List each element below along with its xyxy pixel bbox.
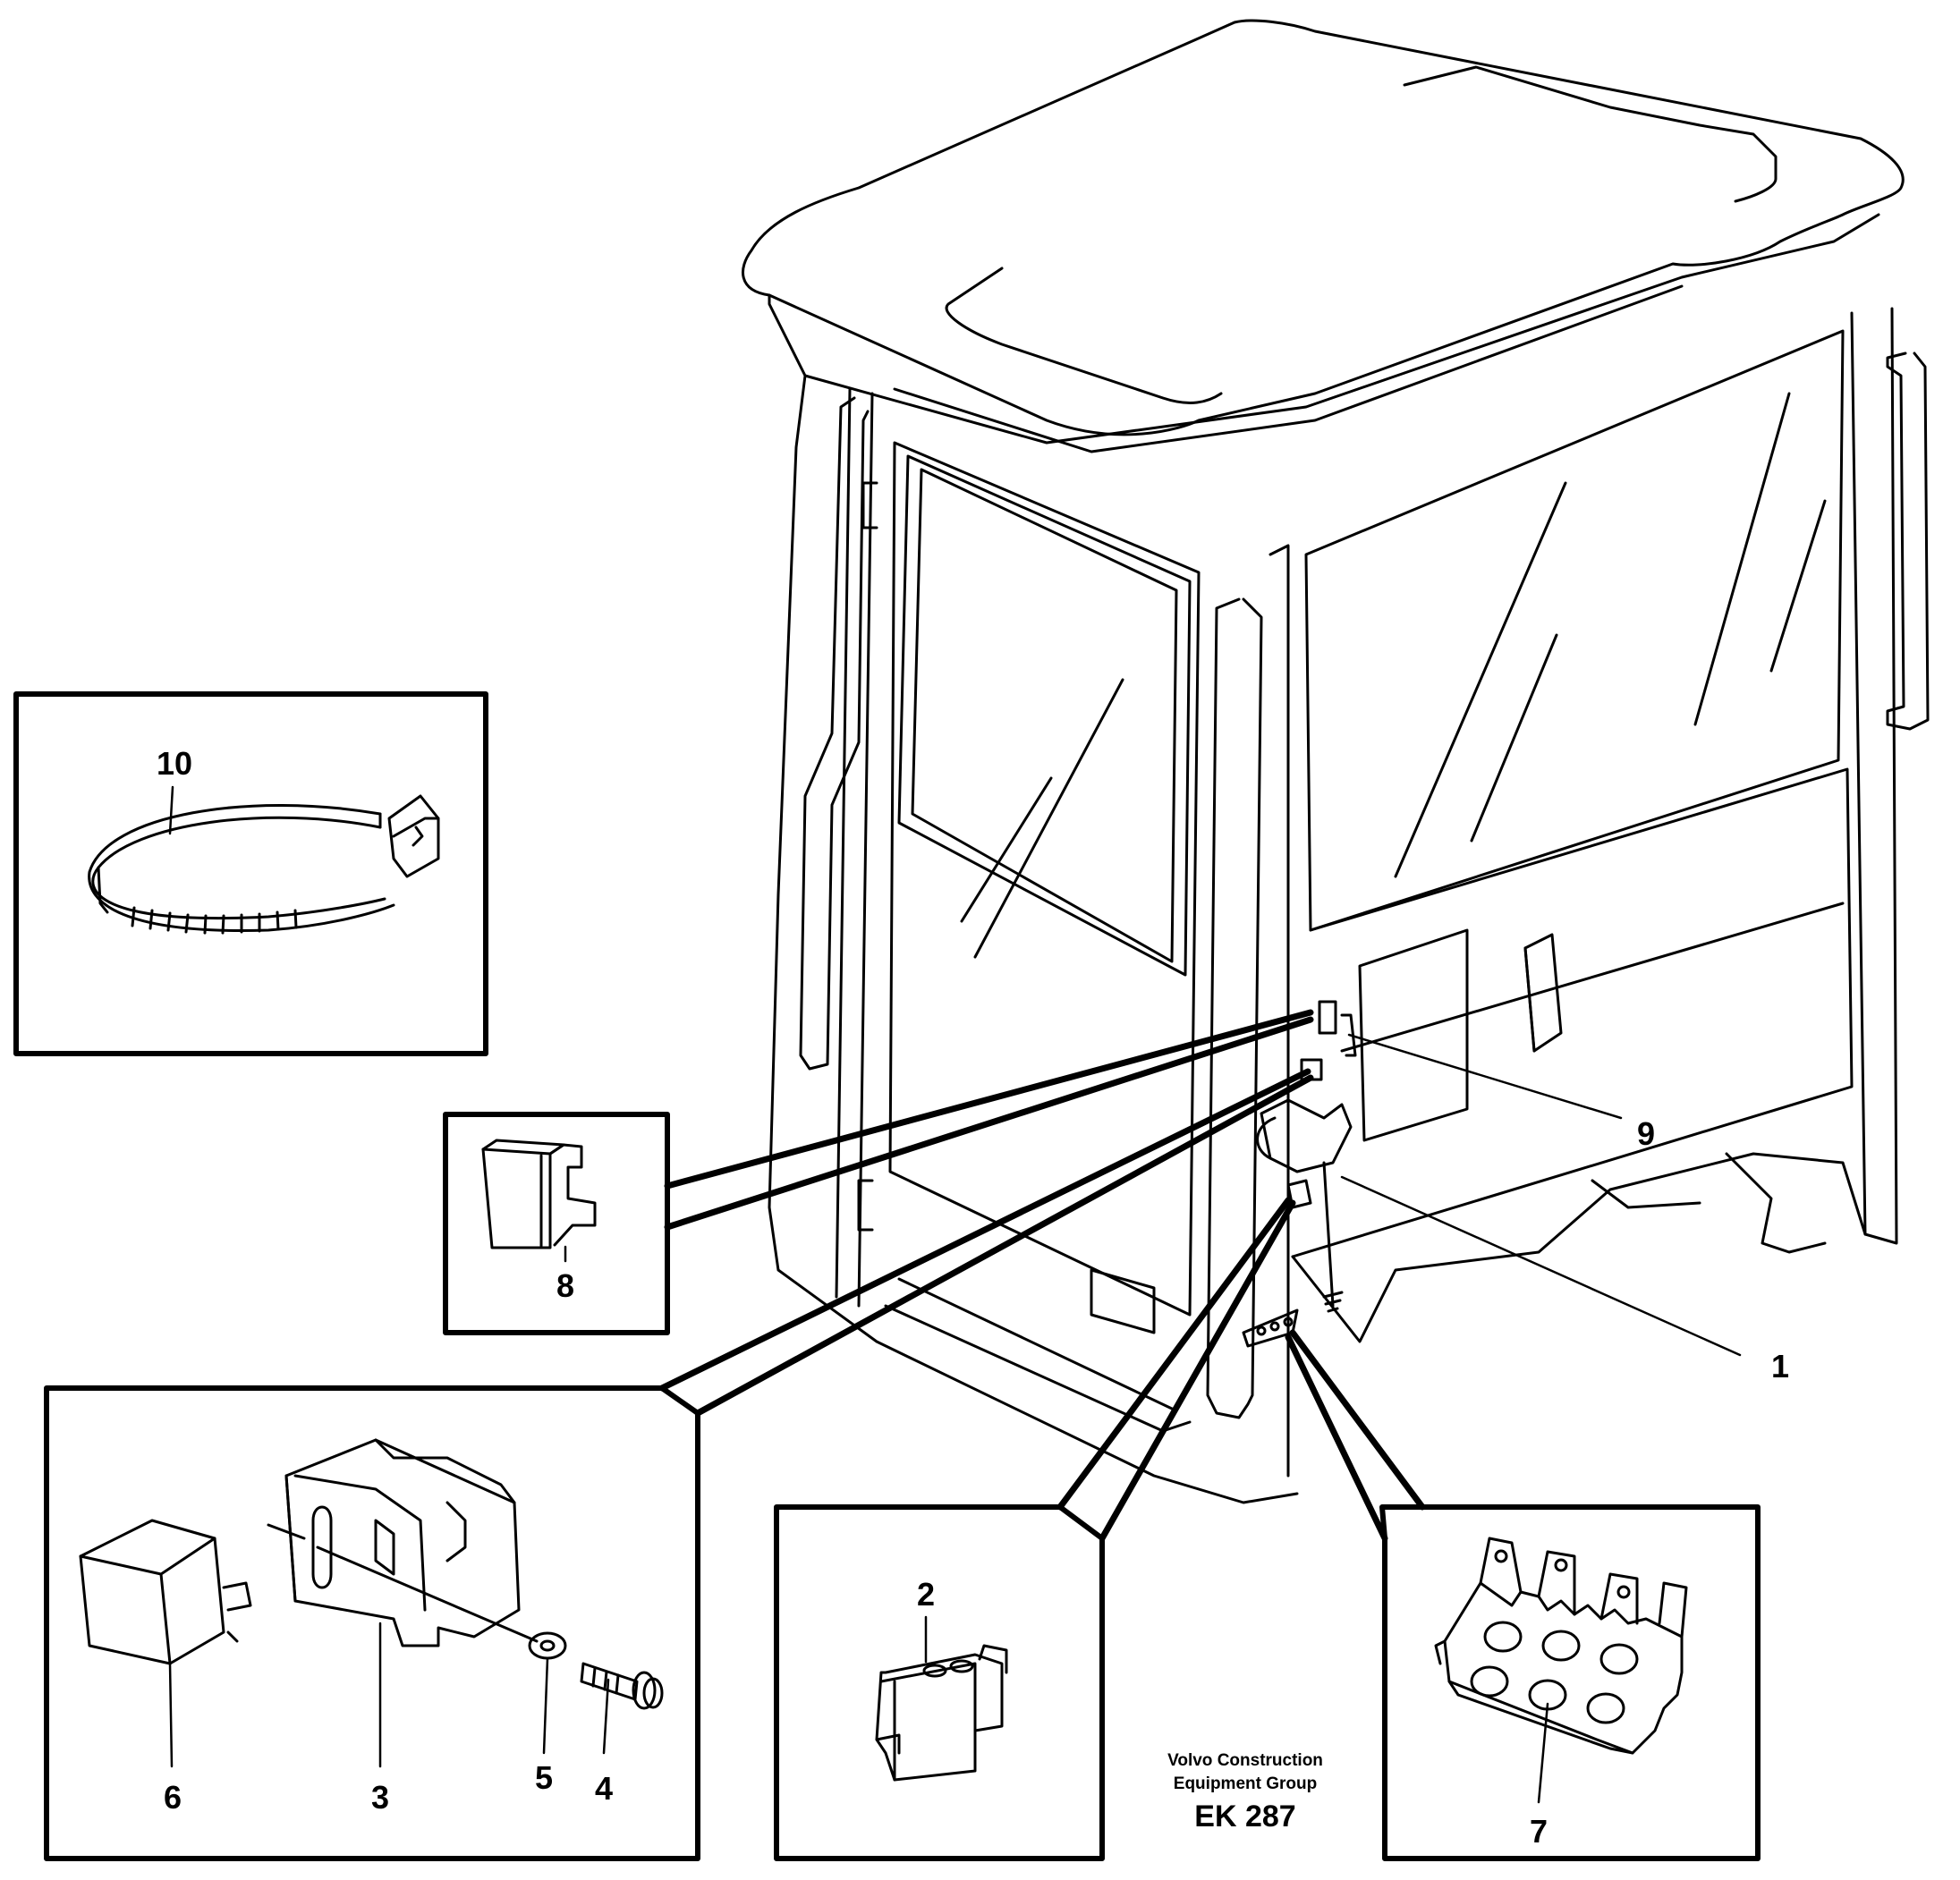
callout-9: 9 — [1637, 1115, 1655, 1152]
cab-door-hinge-bottom — [857, 1179, 874, 1232]
cab-roof-inner-right — [1403, 65, 1778, 203]
footer-line-1: Volvo Construction — [1167, 1751, 1323, 1770]
footer-code: EK 287 — [1194, 1800, 1295, 1833]
washer-illustration — [528, 1631, 567, 1660]
cab-fuse-holder — [1318, 1000, 1337, 1035]
leader-10 — [168, 785, 174, 835]
cab-front-glare-4 — [1769, 499, 1827, 673]
cab-right-pillar — [1850, 307, 1898, 1245]
callout-numbers: 10 8 9 1 6 3 5 4 2 7 — [157, 745, 1789, 1850]
detail-leader-wedges — [658, 1009, 1426, 1542]
cab-door-glare-1 — [973, 678, 1124, 959]
cab-front-glare-1 — [1394, 481, 1567, 878]
cab-left-handrail — [799, 396, 870, 1071]
cab-undercarriage — [1291, 1152, 1867, 1343]
cab-door-handle-slot — [1090, 1268, 1156, 1334]
fuse-illustration — [481, 1139, 597, 1249]
cab-door-lower-rail-2 — [897, 1277, 1174, 1410]
detail-box-10 — [13, 691, 488, 1056]
relay-socket-illustration — [267, 1438, 521, 1647]
cab-plate-hole-3 — [1283, 1317, 1294, 1327]
callout-8: 8 — [556, 1267, 574, 1304]
cab-roof — [741, 19, 1905, 436]
cab-center-handrail — [1206, 597, 1263, 1419]
cab-illustration — [741, 19, 1930, 1504]
cab-undercarriage-leg — [1591, 1179, 1701, 1209]
cab-front-glare-3 — [1693, 392, 1791, 726]
wedge-2-right — [1099, 1199, 1296, 1542]
cab-lower-panel — [1291, 767, 1854, 1258]
leader-9 — [1347, 1033, 1623, 1120]
wedge-relay-bottom — [694, 1074, 1314, 1417]
detail-box-relay — [44, 1385, 700, 1861]
leader-4 — [602, 1678, 610, 1755]
cab-panel-divider — [1340, 902, 1845, 1053]
callout-7: 7 — [1530, 1813, 1548, 1850]
cab-front-glare-2 — [1470, 633, 1558, 843]
cab-door-window-inner — [911, 468, 1178, 963]
cab-relay-knob — [1256, 1116, 1277, 1160]
leader-5 — [542, 1656, 549, 1755]
cab-plate-hole-1 — [1256, 1325, 1267, 1336]
wedge-8-bottom — [664, 1016, 1314, 1231]
callout-2: 2 — [917, 1576, 935, 1613]
cab-roof-inner-left — [945, 267, 1223, 404]
socket-to-bolt-line — [316, 1545, 539, 1643]
cab-roof-rim — [768, 213, 1880, 445]
leader-7 — [1537, 1702, 1549, 1804]
cab-left-body — [768, 374, 1299, 1504]
callout-leaders — [168, 785, 1742, 1804]
cab-front-window — [1304, 329, 1845, 932]
detail-box-8 — [443, 1112, 670, 1335]
cab-left-pillar-inner — [835, 387, 852, 1299]
cab-access-panel — [1358, 928, 1469, 1142]
wedge-8-top — [664, 1009, 1314, 1190]
connector-illustration — [875, 1644, 1008, 1782]
footer-line-2: Equipment Group — [1174, 1774, 1317, 1793]
wedge-relay-top — [658, 1068, 1311, 1392]
cab-relay-base — [1260, 1098, 1353, 1173]
cab-door-frame — [888, 441, 1201, 1317]
cab-door-hinge-top — [861, 481, 878, 529]
leader-1 — [1340, 1175, 1742, 1357]
wedge-7-right — [1289, 1329, 1426, 1511]
cab-right-handrail — [1886, 351, 1930, 731]
cab-door-glare-2 — [960, 776, 1053, 923]
callout-10: 10 — [157, 745, 192, 782]
publisher-footer: Volvo Construction Equipment Group EK 28… — [1167, 1751, 1323, 1833]
relay-illustration — [79, 1519, 252, 1665]
cab-roof-front-edge — [893, 284, 1684, 453]
cab-door-window-outer — [897, 454, 1192, 977]
cab-ground-symbol — [1322, 1291, 1344, 1313]
detail-box-2 — [774, 1504, 1105, 1861]
callout-6: 6 — [164, 1779, 182, 1816]
cab-plate-hole-2 — [1269, 1321, 1280, 1332]
plate-illustration — [1434, 1537, 1688, 1755]
wedge-2-left — [1056, 1197, 1292, 1511]
callout-4: 4 — [595, 1770, 613, 1807]
detail-box-7 — [1379, 1504, 1761, 1861]
wedge-7-left — [1285, 1334, 1388, 1542]
leader-6 — [168, 1662, 174, 1768]
cable-tie-illustration — [88, 794, 440, 935]
cab-undercarriage-bracket — [1725, 1152, 1827, 1254]
callout-1: 1 — [1771, 1348, 1789, 1385]
callout-5: 5 — [535, 1759, 553, 1796]
bolt-illustration — [580, 1662, 664, 1710]
callout-3: 3 — [371, 1779, 389, 1816]
cab-panel-box-side — [1523, 946, 1536, 1053]
cab-wire — [1322, 1161, 1335, 1308]
cab-left-pillar — [857, 392, 874, 1308]
